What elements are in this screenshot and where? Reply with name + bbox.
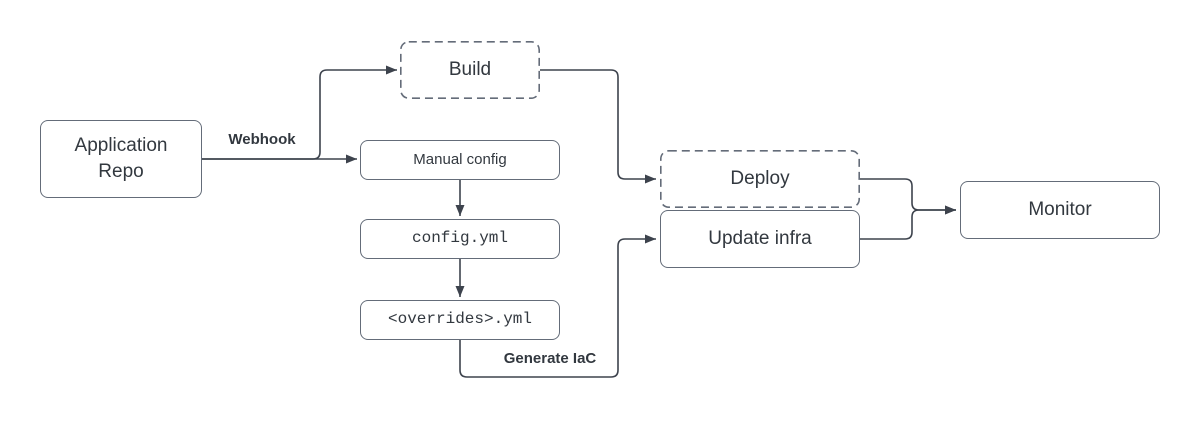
node-overrides-yml: <overrides>.yml <box>360 300 560 340</box>
node-application-repo: Application Repo <box>40 120 202 198</box>
edge-label-generate-iac: Generate IaC <box>486 350 614 368</box>
edge-update-infra-to-monitor <box>860 205 956 240</box>
edge-overrides-to-update-infra <box>459 234 656 378</box>
edge-build-to-deploy <box>540 69 656 184</box>
edge-repo-to-build <box>202 65 397 160</box>
node-build: Build <box>448 59 492 81</box>
node-build-outline <box>399 40 540 100</box>
node-config-yml: config.yml <box>360 219 560 259</box>
node-manual-config: Manual config <box>360 140 560 180</box>
edge-deploy-to-monitor <box>860 178 956 215</box>
edge-label-webhook: Webhook <box>218 131 306 149</box>
node-monitor: Monitor <box>960 181 1160 239</box>
node-update-infra: Update infra <box>660 210 860 268</box>
node-deploy: Deploy <box>730 168 790 190</box>
node-deploy-outline <box>659 150 860 209</box>
